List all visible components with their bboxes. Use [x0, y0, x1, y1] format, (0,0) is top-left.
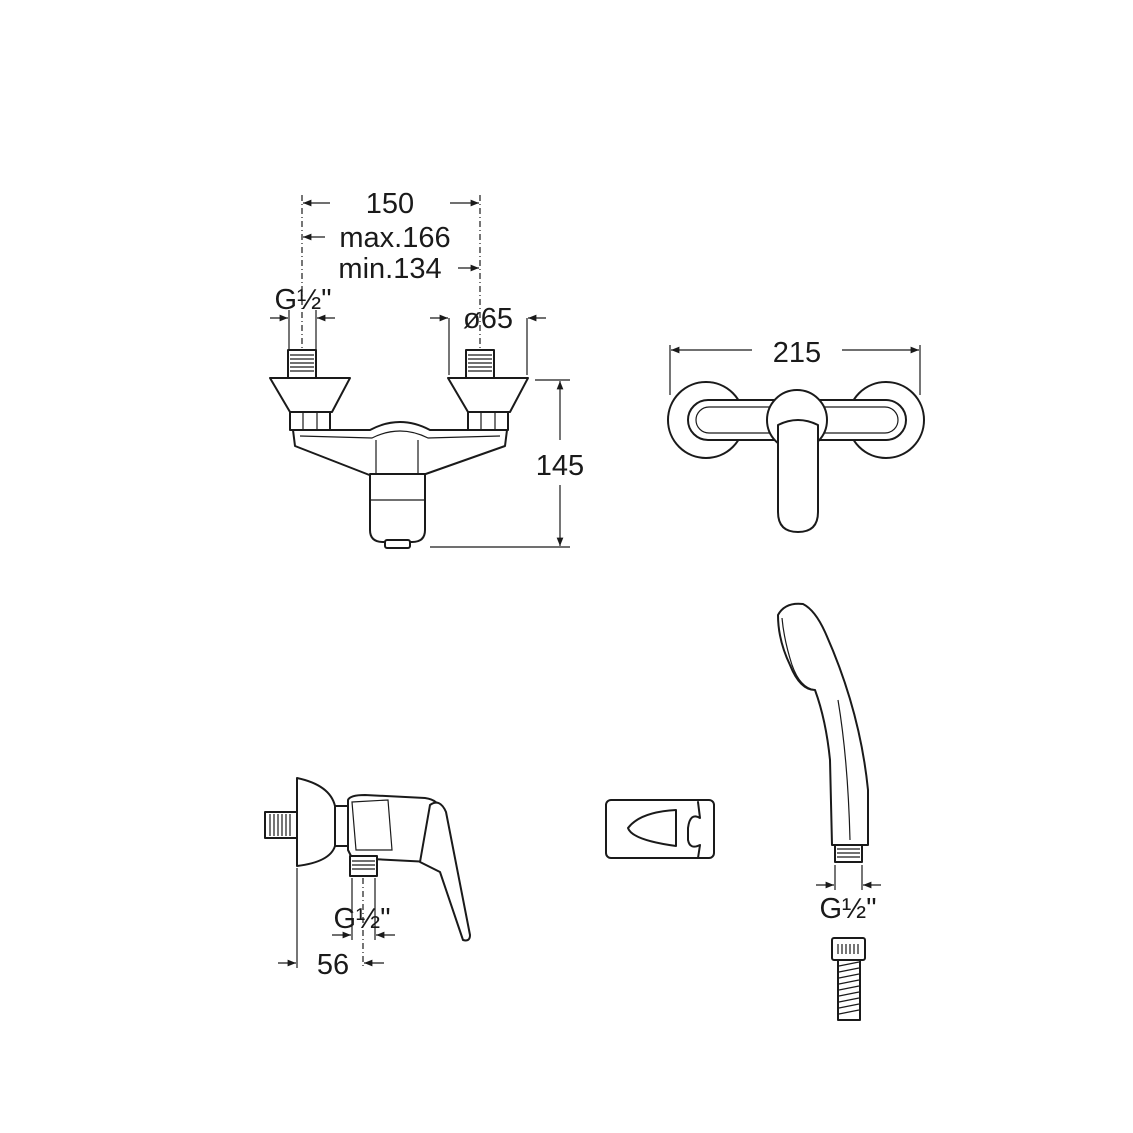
dim-outlet-thread: G½" — [333, 903, 390, 935]
inlet-nut-right — [465, 349, 495, 379]
escutcheon-right — [447, 377, 529, 413]
holder-plate — [605, 799, 715, 859]
shower-head — [777, 602, 869, 846]
hex-right — [467, 411, 509, 431]
cartridge — [369, 473, 426, 543]
escutcheon-left — [269, 377, 351, 413]
hose-nut — [831, 937, 866, 961]
dim-max: max.166 — [339, 222, 450, 254]
top-view-mixer: 215 — [667, 337, 925, 533]
dim-center-distance: 150 — [366, 188, 414, 220]
dim-width: 215 — [773, 337, 821, 369]
dim-min: min.134 — [338, 253, 441, 285]
lever-side — [419, 801, 471, 942]
inlet-nut-left — [287, 349, 317, 379]
front-view-mixer: 150 max.166 min.134 G½" ø65 — [269, 188, 584, 549]
outlet-thread — [349, 855, 378, 877]
hex-left — [289, 411, 331, 431]
outlet — [384, 539, 411, 549]
shower-holder — [605, 799, 715, 859]
dim-height: 145 — [536, 450, 584, 482]
dim-inlet-thread: G½" — [274, 284, 331, 316]
side-view-mixer: G½" 56 — [264, 777, 471, 981]
lever — [777, 419, 819, 533]
hand-shower: G½" — [777, 602, 881, 1021]
dim-shower-thread: G½" — [819, 893, 876, 925]
escutcheon — [296, 777, 336, 867]
dim-depth: 56 — [317, 949, 349, 981]
dim-escutcheon-diameter: ø65 — [463, 303, 513, 335]
